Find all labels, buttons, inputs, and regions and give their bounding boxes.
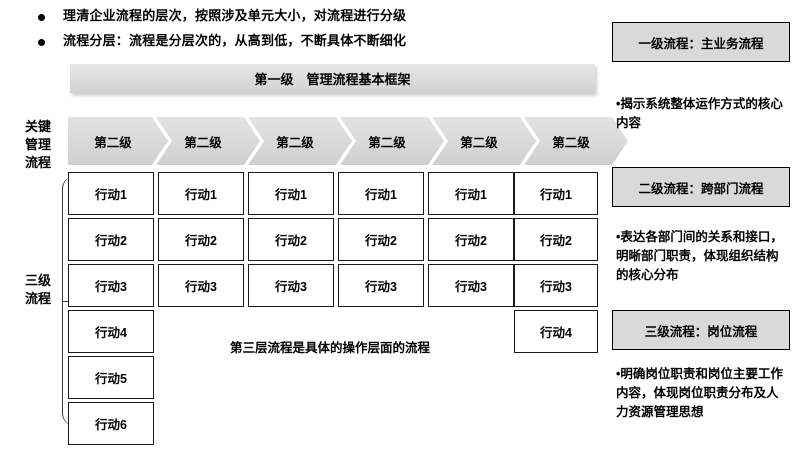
label-line: 关键	[24, 119, 51, 134]
action-label: 行动2	[540, 234, 572, 248]
bullet-dot-icon	[38, 39, 45, 46]
action-label: 行动3	[185, 280, 217, 294]
sidebar-description-level2: •表达各部门间的关系和接口，明晰部门职责，体现组织结构的核心分布	[616, 230, 783, 282]
action-box[interactable]: 行动1	[68, 172, 154, 215]
level1-banner-text: 第一级 管理流程基本框架	[254, 72, 411, 87]
label-key-management-process: 关键 管理 流程	[14, 118, 62, 172]
chevron-level2-4[interactable]: 第二级	[340, 117, 444, 165]
bullet-dot-icon	[38, 14, 45, 21]
action-column-6: 行动1 行动2 行动3 行动4	[514, 172, 598, 356]
action-box[interactable]: 行动1	[338, 172, 424, 215]
action-label: 行动1	[540, 188, 572, 202]
action-box[interactable]: 行动2	[338, 218, 424, 261]
sidebar-section-title-level1[interactable]: 一级流程：主业务流程	[612, 22, 790, 62]
level1-banner: 第一级 管理流程基本框架	[70, 64, 595, 93]
chevron-level2-2[interactable]: 第二级	[156, 117, 260, 165]
action-label: 行动2	[185, 234, 217, 248]
action-column-5: 行动1 行动2 行动3	[428, 172, 514, 310]
action-box[interactable]: 行动5	[68, 356, 154, 399]
action-grid: 行动1 行动2 行动3 行动4 行动5 行动6 行动1 行动2 行动3 行动1 …	[68, 172, 598, 445]
label-line: 流程	[24, 155, 51, 170]
action-label: 行动3	[365, 280, 397, 294]
action-label: 行动2	[95, 234, 127, 248]
sidebar-description-level3: •明确岗位职责和岗位主要工作内容，体现岗位职责分布及人力资源管理思想	[616, 367, 783, 419]
chevron-label: 第二级	[552, 135, 590, 150]
action-label: 行动1	[275, 188, 307, 202]
action-label: 行动4	[540, 326, 572, 340]
action-column-1: 行动1 行动2 行动3 行动4 行动5 行动6	[68, 172, 154, 448]
grid-caption: 第三层流程是具体的操作层面的流程	[229, 341, 430, 355]
action-label: 行动6	[95, 418, 127, 432]
action-label: 行动2	[275, 234, 307, 248]
action-label: 行动3	[275, 280, 307, 294]
label-line: 流程	[24, 291, 51, 306]
action-label: 行动1	[185, 188, 217, 202]
chevron-level2-5[interactable]: 第二级	[432, 117, 536, 165]
action-label: 行动2	[365, 234, 397, 248]
action-box[interactable]: 行动2	[248, 218, 334, 261]
sidebar: 一级流程：主业务流程 •揭示系统整体运作方式的核心内容 二级流程：跨部门流程 •…	[612, 0, 794, 467]
action-box[interactable]: 行动6	[68, 402, 154, 445]
action-label: 行动5	[95, 372, 127, 386]
chevron-label: 第二级	[94, 135, 132, 150]
action-box[interactable]: 行动4	[68, 310, 154, 353]
action-column-3: 行动1 行动2 行动3	[248, 172, 334, 310]
action-box[interactable]: 行动2	[68, 218, 154, 261]
action-column-2: 行动1 行动2 行动3	[158, 172, 244, 310]
chevron-label: 第二级	[184, 135, 222, 150]
level2-chevron-row: 第二级 第二级 第二级 第二级 第二级 第二级	[68, 117, 598, 165]
action-box[interactable]: 行动1	[158, 172, 244, 215]
action-box[interactable]: 行动3	[428, 264, 514, 307]
sidebar-section-title-level3[interactable]: 三级流程：岗位流程	[612, 310, 790, 350]
chevron-level2-6[interactable]: 第二级	[524, 117, 628, 165]
curly-brace-icon	[61, 176, 75, 426]
action-label: 行动3	[540, 280, 572, 294]
chevron-label: 第二级	[460, 135, 498, 150]
action-label: 行动3	[455, 280, 487, 294]
sidebar-section-title-level2[interactable]: 二级流程：跨部门流程	[612, 167, 790, 207]
action-label: 行动3	[95, 280, 127, 294]
sidebar-title-text: 三级流程：岗位流程	[644, 324, 758, 339]
chevron-level2-1[interactable]: 第二级	[68, 117, 168, 165]
action-box[interactable]: 行动2	[514, 218, 598, 261]
sidebar-title-text: 二级流程：跨部门流程	[638, 181, 764, 196]
action-box[interactable]: 行动4	[514, 310, 598, 353]
action-box[interactable]: 行动3	[248, 264, 334, 307]
chevron-level2-3[interactable]: 第二级	[248, 117, 352, 165]
bullet-text: 流程分层：流程是分层次的，从高到低，不断具体不断细化	[63, 33, 407, 48]
list-item: 理清企业流程的层次，按照涉及单元大小，对流程进行分级	[38, 8, 598, 24]
action-box[interactable]: 行动3	[158, 264, 244, 307]
bullet-text: 理清企业流程的层次，按照涉及单元大小，对流程进行分级	[63, 8, 407, 23]
action-label: 行动1	[455, 188, 487, 202]
action-box[interactable]: 行动1	[428, 172, 514, 215]
chevron-label: 第二级	[368, 135, 406, 150]
chevron-label: 第二级	[276, 135, 314, 150]
sidebar-title-text: 一级流程：主业务流程	[638, 36, 764, 51]
action-label: 行动4	[95, 326, 127, 340]
label-line: 三级	[24, 273, 51, 288]
action-box[interactable]: 行动2	[428, 218, 514, 261]
action-label: 行动1	[95, 188, 127, 202]
sidebar-description-level1: •揭示系统整体运作方式的核心内容	[616, 97, 783, 130]
action-column-4: 行动1 行动2 行动3	[338, 172, 424, 310]
action-box[interactable]: 行动2	[158, 218, 244, 261]
action-box[interactable]: 行动3	[338, 264, 424, 307]
action-box[interactable]: 行动3	[514, 264, 598, 307]
label-line: 管理	[24, 137, 51, 152]
label-level3-process: 三级 流程	[14, 272, 62, 308]
action-box[interactable]: 行动1	[248, 172, 334, 215]
action-label: 行动2	[455, 234, 487, 248]
action-box[interactable]: 行动3	[68, 264, 154, 307]
action-box[interactable]: 行动1	[514, 172, 598, 215]
list-item: 流程分层：流程是分层次的，从高到低，不断具体不断细化	[38, 33, 598, 49]
action-label: 行动1	[365, 188, 397, 202]
bullet-list: 理清企业流程的层次，按照涉及单元大小，对流程进行分级 流程分层：流程是分层次的，…	[38, 8, 598, 58]
